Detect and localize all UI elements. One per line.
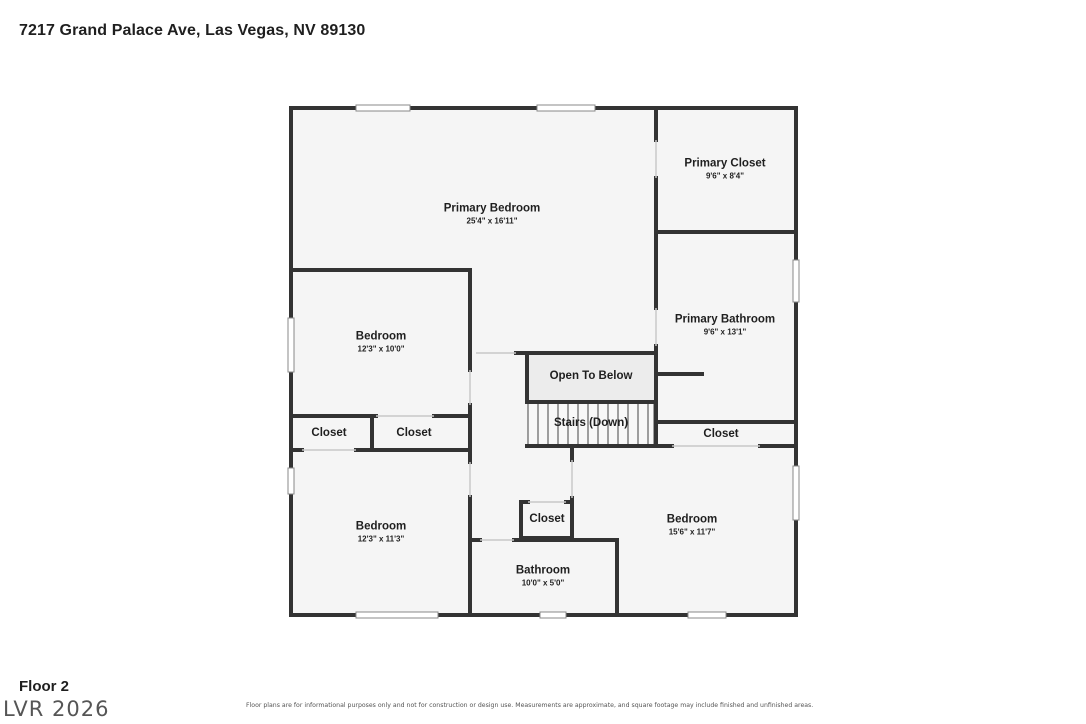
disclaimer: Floor plans are for informational purpos…: [246, 702, 814, 709]
room-dimensions: 9'6" x 13'1": [703, 327, 747, 337]
room-closet-west-1: Closet: [311, 427, 346, 439]
room-name: Bedroom: [666, 513, 718, 526]
room-name: Primary Closet: [684, 157, 766, 170]
room-dimensions: 12'3" x 10'0": [357, 344, 405, 354]
windows: [287, 104, 800, 619]
room-name: Closet: [311, 427, 347, 439]
room-name: Bedroom: [355, 330, 407, 343]
room-closet-east: Closet: [703, 428, 738, 440]
room-name: Primary Bathroom: [674, 313, 776, 326]
door-openings: [302, 140, 760, 541]
room-name: Bathroom: [515, 564, 571, 577]
room-name: Closet: [529, 513, 565, 525]
room-dimensions: 12'3" x 11'3": [357, 534, 405, 544]
room-name: Primary Bedroom: [443, 202, 541, 215]
room-name: Closet: [396, 427, 432, 439]
room-dimensions: 15'6" x 11'7": [668, 527, 716, 537]
room-primary-bedroom: Primary Bedroom 25'4" x 16'11": [444, 203, 541, 226]
room-closet-west-2: Closet: [396, 427, 431, 439]
room-open-to-below: Open To Below: [550, 370, 633, 382]
room-bedroom-nw: Bedroom 12'3" x 10'0": [356, 331, 406, 354]
room-name: Stairs (Down): [553, 417, 629, 429]
address-title: 7217 Grand Palace Ave, Las Vegas, NV 891…: [19, 22, 366, 39]
room-dimensions: 9'6" x 8'4": [705, 171, 745, 181]
room-bedroom-se: Bedroom 15'6" x 11'7": [667, 514, 717, 537]
floor-label: Floor 2: [19, 678, 70, 695]
room-name: Closet: [703, 428, 739, 440]
room-bathroom: Bathroom 10'0" x 5'0": [516, 565, 570, 588]
room-stairs: Stairs (Down): [554, 417, 628, 429]
open-to-below-area: [527, 353, 654, 400]
room-dimensions: 10'0" x 5'0": [521, 578, 565, 588]
room-dimensions: 25'4" x 16'11": [466, 216, 518, 226]
room-bedroom-sw: Bedroom 12'3" x 11'3": [356, 521, 406, 544]
room-name: Open To Below: [549, 370, 633, 382]
room-primary-closet: Primary Closet 9'6" x 8'4": [684, 158, 765, 181]
watermark: LVR 2026: [3, 697, 110, 721]
room-closet-small: Closet: [529, 513, 564, 525]
room-name: Bedroom: [355, 520, 407, 533]
room-primary-bathroom: Primary Bathroom 9'6" x 13'1": [675, 314, 775, 337]
